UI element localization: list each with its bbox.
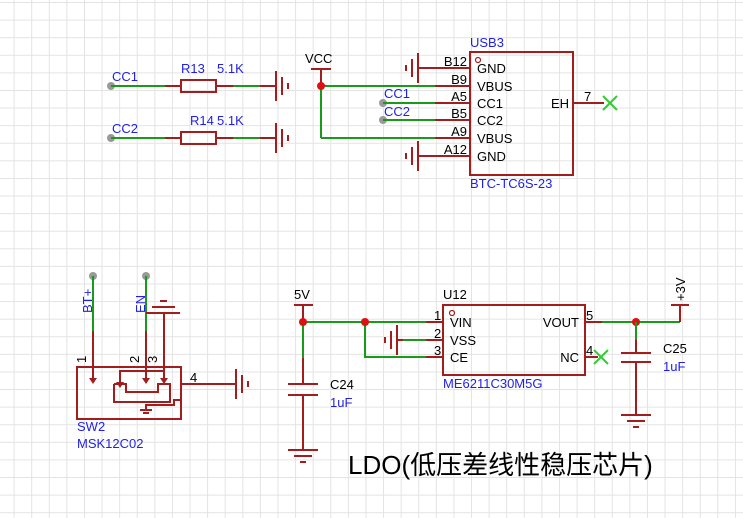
pin-number: 2	[434, 326, 441, 341]
3v-label: +3V	[673, 277, 688, 301]
c24-value: 1uF	[330, 395, 352, 410]
ground-icon	[287, 443, 319, 463]
pin-name: NC	[560, 350, 579, 365]
pin-number: 3	[434, 343, 441, 358]
vcc-label: VCC	[305, 51, 332, 66]
usb-part: BTC-TC6S-23	[470, 176, 552, 191]
cc2-resistor-branch: CC2 R14 5.1K	[107, 113, 289, 154]
pin-name: EH	[551, 96, 569, 111]
pin-number: A5	[451, 89, 467, 104]
net-label-bt: BT+	[80, 289, 95, 313]
capacitor-c24[interactable]	[288, 383, 318, 396]
pin-name: VIN	[450, 315, 472, 330]
junction	[299, 318, 307, 326]
usb-ref: USB3	[470, 35, 504, 50]
usb-connector-usb3[interactable]: USB3 CC1 CC2 B12 B9 A5 B5 A9 A12 GND VBU…	[379, 35, 618, 191]
pin-number: 1	[74, 356, 89, 363]
no-connect-icon	[593, 349, 609, 365]
ground-icon	[405, 52, 425, 84]
ground-icon	[269, 122, 289, 154]
u12-ref: U12	[443, 287, 467, 302]
c24-ref: C24	[330, 377, 354, 392]
pin-number: 5	[586, 308, 593, 323]
cc1-resistor-branch: CC1 R13 5.1K	[107, 61, 289, 102]
u12-part: ME6211C30M5G	[443, 376, 542, 391]
junction	[317, 82, 325, 90]
r14-ref: R14	[190, 113, 214, 128]
pin-number: 2	[127, 356, 142, 363]
net-label-cc1: CC1	[384, 86, 410, 101]
pin-number: B12	[444, 54, 467, 69]
resistor-r14[interactable]	[180, 131, 217, 145]
pin-name: VBUS	[477, 131, 513, 146]
pin-name: GND	[477, 149, 506, 164]
r14-value: 5.1K	[217, 113, 244, 128]
switch-part: MSK12C02	[77, 436, 143, 451]
pin-name: VBUS	[477, 79, 513, 94]
pin-name: CC2	[477, 113, 503, 128]
ldo-annotation: LDO(低压差线性稳压芯片)	[348, 450, 653, 480]
pin-number: 1	[434, 308, 441, 323]
vcc-net: VCC	[305, 51, 435, 139]
junction	[361, 318, 369, 326]
pin-name: CE	[450, 350, 468, 365]
pin-name: VOUT	[543, 315, 579, 330]
r13-value: 5.1K	[217, 61, 244, 76]
ground-icon	[405, 140, 425, 172]
resistor-r13[interactable]	[180, 79, 217, 93]
pin-number: A9	[451, 124, 467, 139]
net-label-cc2: CC2	[112, 121, 138, 136]
ground-icon	[146, 300, 180, 314]
pin-name: CC1	[477, 96, 503, 111]
no-connect-icon	[602, 95, 618, 111]
ldo-circuit: 5V C24 1uF U12 1 2 3 VIN VSS C	[287, 277, 689, 463]
c25-ref: C25	[663, 341, 687, 356]
pin-number: B5	[451, 106, 467, 121]
pin-number: B9	[451, 72, 467, 87]
switch-sw2[interactable]: BT+ EN 1 2 3 4 SW2 MSK12C02	[74, 272, 249, 451]
ground-icon	[269, 70, 289, 102]
net-label-cc2: CC2	[384, 104, 410, 119]
ground-icon	[229, 368, 249, 400]
pin-number: A12	[444, 142, 467, 157]
5v-label: 5V	[294, 287, 310, 302]
r13-ref: R13	[181, 61, 205, 76]
pin-number: 3	[145, 356, 160, 363]
pin-name: GND	[477, 61, 506, 76]
ground-icon	[620, 408, 652, 428]
pin-number: 4	[190, 370, 197, 385]
pin-number: 7	[584, 89, 591, 104]
switch-ref: SW2	[77, 419, 105, 434]
ground-icon	[384, 324, 404, 356]
net-label-en: EN	[133, 295, 148, 313]
pin-number: 4	[586, 343, 593, 358]
ldo-regulator-u12[interactable]: U12 1 2 3 VIN VSS CE VOUT NC 5 4 ME6211C…	[434, 287, 593, 391]
capacitor-c25[interactable]	[621, 352, 651, 363]
pin-name: VSS	[450, 333, 476, 348]
net-label-cc1: CC1	[112, 69, 138, 84]
c25-value: 1uF	[663, 359, 685, 374]
